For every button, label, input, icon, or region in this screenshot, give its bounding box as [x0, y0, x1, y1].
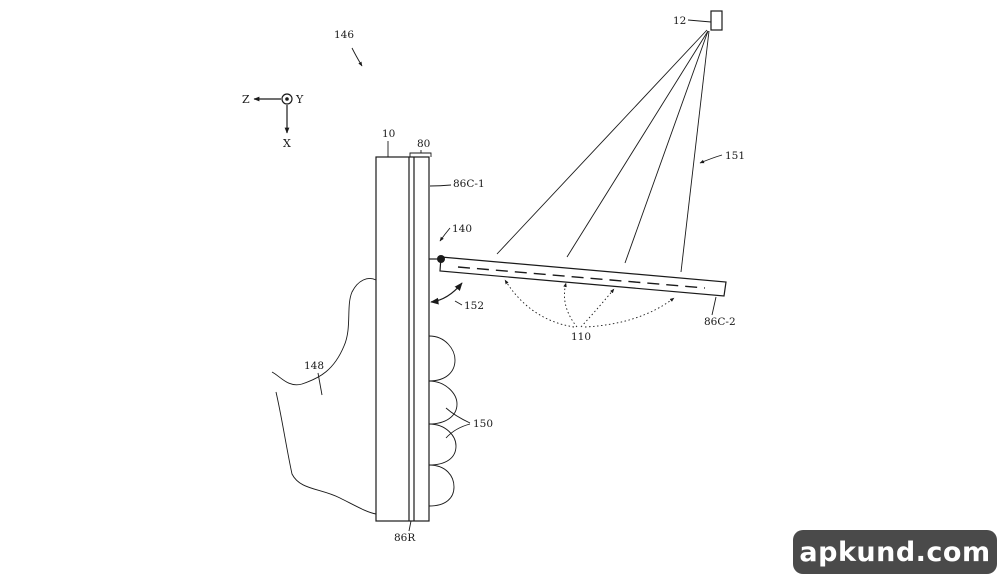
- pixel-regions-110: 110: [504, 279, 675, 343]
- viewer-12: 12 151: [496, 10, 745, 273]
- label-140: 140: [452, 223, 472, 235]
- sight-line-2: [566, 30, 709, 258]
- finger-2: [428, 380, 458, 425]
- leader-86r: [408, 520, 412, 532]
- arrow-146: [351, 47, 363, 67]
- axis-indicator: Z Y X: [242, 93, 304, 150]
- finger-4: [428, 464, 455, 507]
- y-axis-dot: [285, 97, 289, 101]
- leader-152: [454, 300, 463, 306]
- angle-arrow-152: [430, 282, 463, 305]
- palm-outline: [275, 391, 377, 515]
- label-86c1: 86C-1: [453, 178, 485, 190]
- leader-12: [687, 19, 712, 23]
- leader-110-b: [563, 282, 578, 328]
- finger-3: [428, 423, 457, 466]
- device-housing: [375, 156, 430, 522]
- leader-110-c: [580, 288, 615, 328]
- arrow-140: [439, 227, 451, 242]
- flap-dashed-display-region: [457, 266, 706, 289]
- leader-150-b: [445, 423, 471, 439]
- leader-110-a: [504, 279, 575, 328]
- viewer-eye-box: [710, 10, 723, 31]
- hand-148: 148: [271, 278, 377, 515]
- arrow-151: [699, 154, 723, 164]
- fingers-150: 150: [428, 335, 493, 507]
- watermark-badge: apkund.com: [793, 530, 997, 574]
- label-80: 80: [417, 138, 430, 150]
- flap-86c2: 140 86C-2: [429, 223, 736, 328]
- finger-1: [428, 335, 456, 382]
- label-152: 152: [464, 300, 484, 312]
- leader-86c2: [711, 296, 717, 316]
- leader-110-d: [584, 297, 675, 328]
- label-10: 10: [382, 128, 395, 140]
- flap-panel: [439, 256, 727, 297]
- label-86c2: 86C-2: [704, 316, 736, 328]
- device-10: 10 80 86C-1 86R: [375, 128, 485, 544]
- sight-line-1: [496, 29, 708, 255]
- label-150: 150: [473, 418, 493, 430]
- label-12: 12: [673, 15, 686, 27]
- axis-x-label: X: [283, 137, 291, 150]
- label-146: 146: [334, 29, 354, 41]
- sight-line-4: [680, 30, 710, 273]
- label-110: 110: [571, 331, 591, 343]
- label-151: 151: [725, 150, 745, 162]
- axis-z-label: Z: [242, 93, 250, 106]
- label-86r: 86R: [394, 532, 416, 544]
- bracket-80: [409, 150, 432, 157]
- sight-line-3: [624, 30, 709, 264]
- leader-86c1: [429, 184, 452, 187]
- label-148: 148: [304, 360, 324, 372]
- leader-148: [317, 372, 323, 396]
- axis-y-label: Y: [295, 93, 304, 106]
- watermark-text: apkund.com: [799, 536, 991, 568]
- thumb-outline: [271, 278, 377, 386]
- leader-150-a: [445, 407, 471, 424]
